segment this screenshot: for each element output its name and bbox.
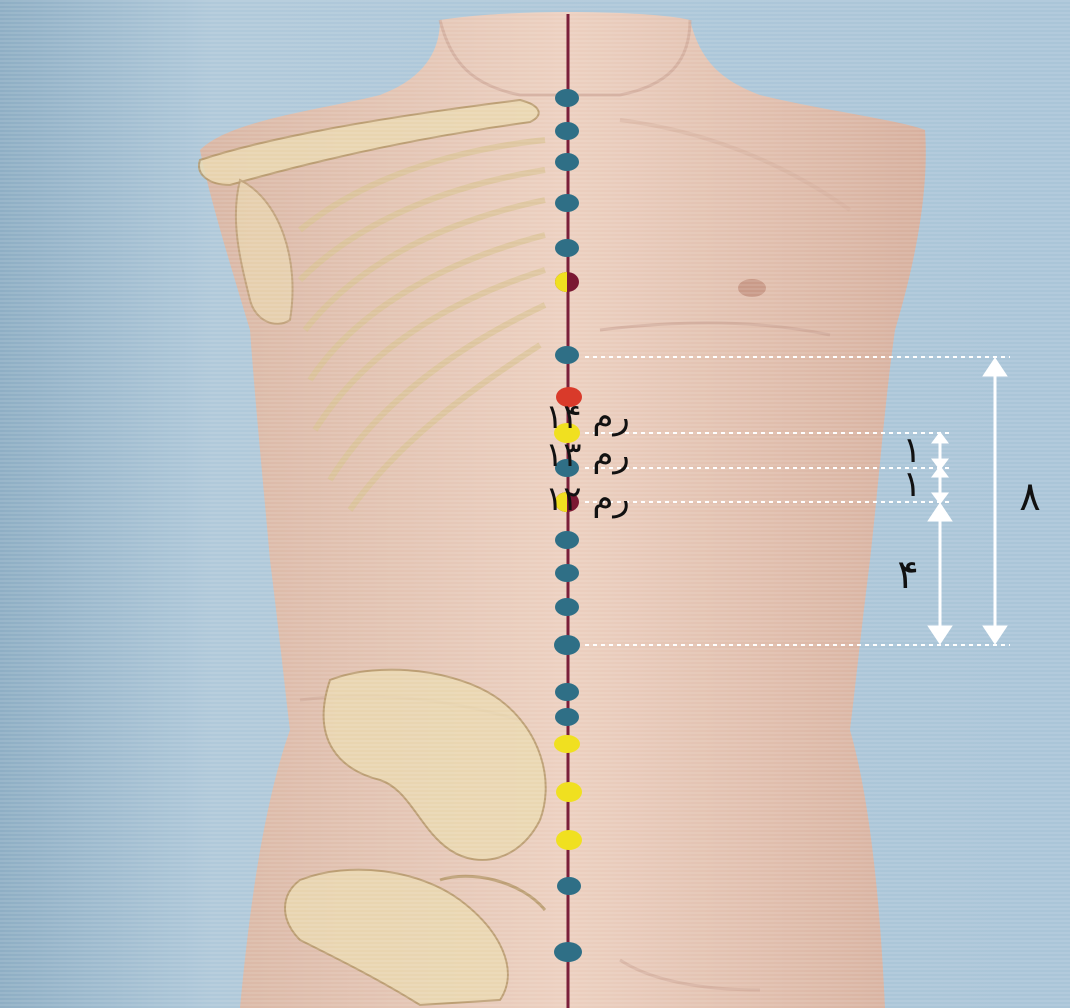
point-teal — [555, 531, 579, 549]
point-teal — [555, 683, 579, 701]
point-teal — [555, 598, 579, 616]
point-yellow — [556, 830, 582, 850]
point-teal — [555, 122, 579, 140]
point-yellow — [554, 735, 580, 753]
point-labels: رم ۱۴ رم ۱۳ رم ۱۲ — [545, 397, 630, 519]
point-teal — [554, 942, 582, 962]
point-teal — [555, 564, 579, 582]
point-yellow — [556, 782, 582, 802]
point-teal — [555, 89, 579, 107]
label-ren13: رم ۱۳ — [545, 435, 630, 475]
point-teal — [555, 239, 579, 257]
point-yellow-maroon — [555, 272, 579, 292]
measure-four: ۴ — [897, 552, 918, 598]
point-teal — [555, 346, 579, 364]
point-teal — [555, 153, 579, 171]
label-ren14: رم ۱۴ — [545, 397, 630, 437]
measure-eight: ۸ — [1019, 474, 1040, 520]
measure-one-b: ۱ — [902, 464, 921, 505]
point-teal — [554, 635, 580, 655]
point-teal — [555, 708, 579, 726]
point-teal — [555, 194, 579, 212]
point-teal — [557, 877, 581, 895]
label-ren12: رم ۱۲ — [545, 479, 630, 519]
